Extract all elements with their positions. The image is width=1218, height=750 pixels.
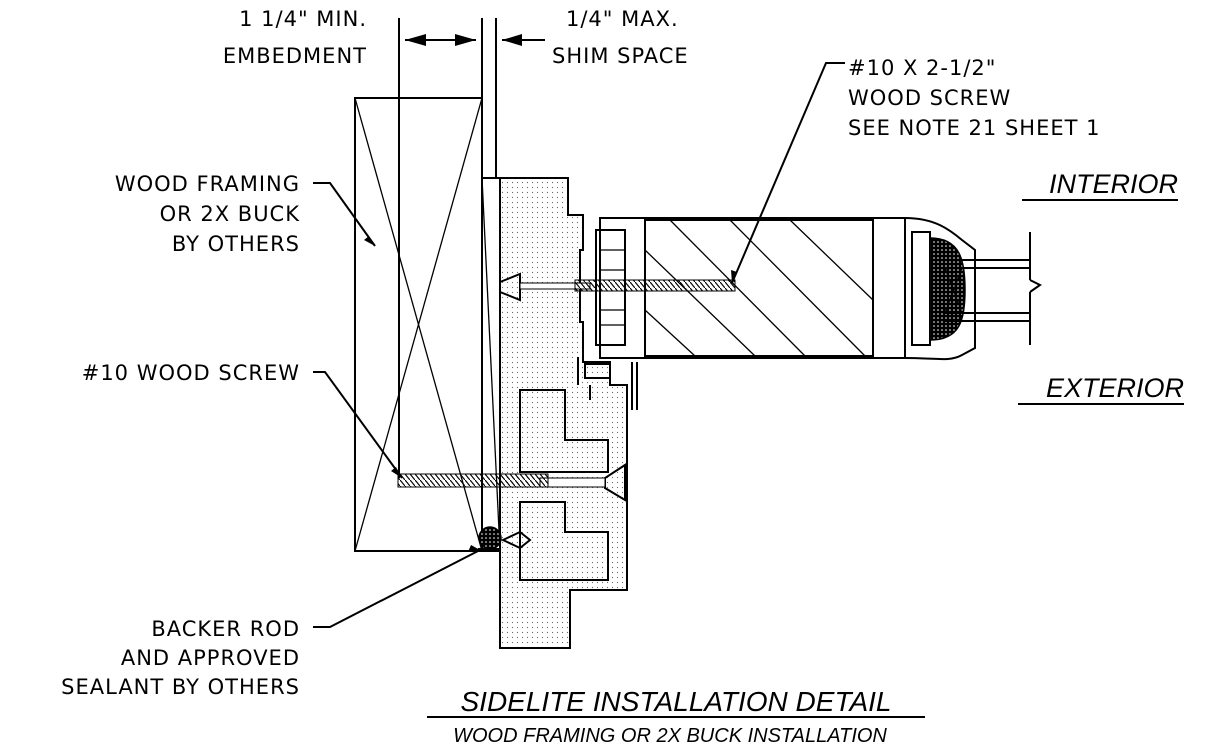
shim-space-label-line1: 1/4" MAX.: [566, 7, 679, 31]
exterior-label: EXTERIOR: [1046, 373, 1184, 403]
framing-label-line2: OR 2X BUCK: [160, 202, 301, 226]
sealant-label-line1: BACKER ROD: [151, 617, 300, 641]
shim-space-label-line2: SHIM SPACE: [552, 44, 689, 68]
leader-lines: [313, 62, 845, 628]
upper-wood-screw: [499, 272, 736, 302]
detail-subtitle: WOOD FRAMING OR 2X BUCK INSTALLATION: [453, 725, 887, 747]
sealant-label-line2: AND APPROVED: [121, 646, 300, 670]
insulated-glass: [944, 232, 1042, 345]
framing-label-line3: BY OTHERS: [172, 232, 300, 256]
screw-spec-line1: #10 X 2-1/2": [848, 56, 996, 80]
sealant-label-line3: SEALANT BY OTHERS: [61, 675, 300, 699]
backer-rod-sealant: [478, 526, 532, 552]
shim-space-dimension: [495, 18, 545, 178]
screw-spec-line2: WOOD SCREW: [848, 86, 1011, 110]
detail-title: SIDELITE INSTALLATION DETAIL: [461, 686, 892, 717]
embedment-label-line2: EMBEDMENT: [223, 44, 367, 68]
framing-label-line1: WOOD FRAMING: [115, 172, 300, 196]
wood-screw-label: #10 WOOD SCREW: [82, 361, 300, 385]
embedment-label-line1: 1 1/4" MIN.: [239, 7, 367, 31]
interior-label: INTERIOR: [1049, 169, 1178, 199]
shim: [481, 177, 501, 552]
lower-wood-screw: [397, 463, 626, 502]
screw-spec-line3: SEE NOTE 21 SHEET 1: [848, 116, 1100, 140]
sidelite-frame-profile: [499, 177, 638, 649]
